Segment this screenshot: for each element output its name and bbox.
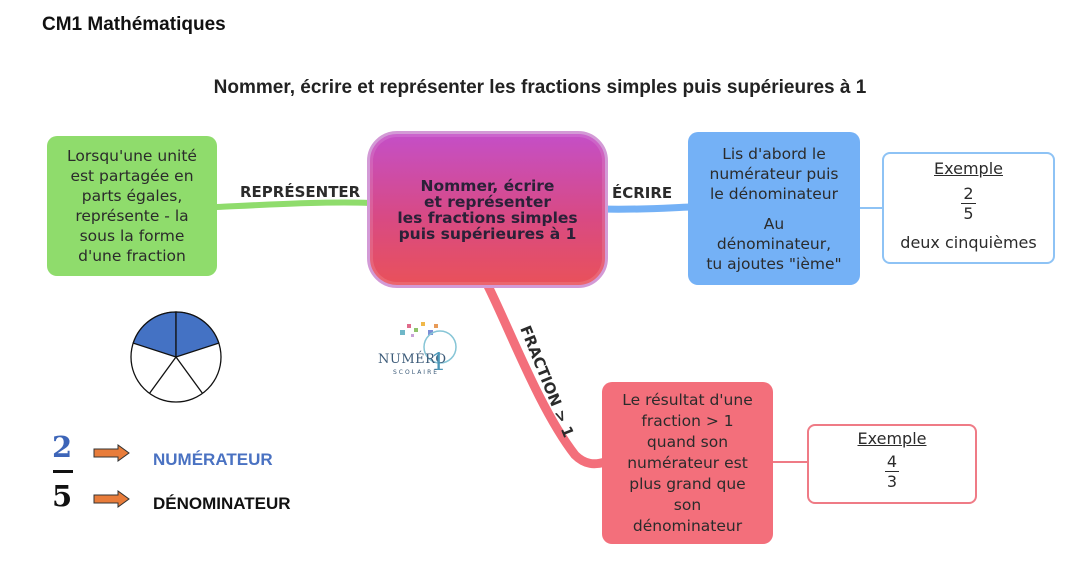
pie-slice-shaded-1 [132, 311, 177, 358]
node-line: Lis d'abord le [722, 144, 826, 163]
example-title: Exemple [857, 429, 927, 448]
branch-label-representer: REPRÉSENTER [240, 183, 361, 201]
branch-representer [214, 199, 373, 210]
legend-fraction-bar [53, 470, 73, 473]
legend-numerator-digit: 2 [52, 430, 73, 464]
logo-digit: 1 [431, 348, 447, 376]
legend-denominator-word: DÉNOMINATEUR [153, 494, 291, 513]
fraction-denominator: 5 [963, 204, 974, 223]
fraction-sup-node: Le résultat d'une fraction > 1 quand son… [602, 382, 773, 544]
node-line: Au [763, 214, 785, 233]
node-line: numérateur est [627, 453, 748, 472]
branch-ecrire [599, 203, 691, 213]
fraction-two-fifths: 2 5 [961, 184, 976, 223]
node-line: numérateur puis [709, 164, 839, 183]
representer-node: Lorsqu'une unité est partagée en parts é… [47, 136, 217, 276]
node-line: parts égales, [81, 187, 183, 205]
arrow-numerator [93, 444, 130, 462]
central-topic-line: les fractions simples [397, 208, 578, 227]
node-line: est partagée en [70, 167, 194, 185]
arrow-denominator [93, 490, 130, 508]
pie-chart [130, 311, 222, 403]
node-line: dénominateur [632, 516, 743, 535]
fraction-numerator: 2 [961, 184, 976, 204]
page-title: Nommer, écrire et représenter les fracti… [213, 77, 867, 98]
legend-numerator-word: NUMÉRATEUR [153, 450, 273, 469]
central-topic-line: et représenter [423, 192, 552, 211]
ecrire-node: Lis d'abord le numérateur puis le dénomi… [688, 132, 860, 285]
fraction-denominator: 3 [886, 472, 898, 491]
fraction-numerator: 4 [884, 452, 900, 472]
node-line: dénominateur, [716, 234, 832, 253]
example-two-fifths: Exemple 2 5 deux cinquièmes [882, 152, 1055, 264]
example-four-thirds: Exemple 4 3 [807, 424, 977, 504]
pie-divider [148, 356, 177, 394]
node-line: d'une fraction [78, 247, 186, 265]
logo-dots [400, 322, 457, 364]
node-line: Lorsqu'une unité [67, 147, 197, 165]
fraction-four-thirds: 4 3 [884, 452, 900, 491]
pie-slice-shaded-2 [175, 311, 220, 358]
logo-text: NUMÉRO [378, 352, 447, 367]
node-line: son [673, 495, 702, 514]
central-topic-node: Nommer, écrire et représenter les fracti… [367, 131, 608, 288]
branch-label-ecrire: ÉCRIRE [612, 184, 673, 202]
logo-subtext: SCOLAIRE [393, 369, 440, 376]
node-line: sous la forme [79, 227, 185, 245]
example-title: Exemple [934, 159, 1003, 178]
central-topic-line: Nommer, écrire [420, 176, 555, 195]
fraction-in-words: deux cinquièmes [900, 233, 1037, 252]
node-line: le dénominateur [710, 184, 838, 203]
pie-divider [175, 356, 204, 394]
node-line: quand son [646, 432, 729, 451]
node-line: tu ajoutes "ième" [706, 254, 842, 273]
central-topic-line: puis supérieures à 1 [398, 224, 577, 243]
node-line: Le résultat d'une [622, 390, 753, 409]
node-line: représente - la [75, 207, 189, 225]
node-line: plus grand que [629, 474, 746, 493]
subject-title: CM1 Mathématiques [42, 14, 226, 35]
node-line: fraction > 1 [641, 411, 734, 430]
legend-denominator-digit: 5 [52, 479, 73, 513]
branch-fraction-sup [483, 281, 610, 469]
